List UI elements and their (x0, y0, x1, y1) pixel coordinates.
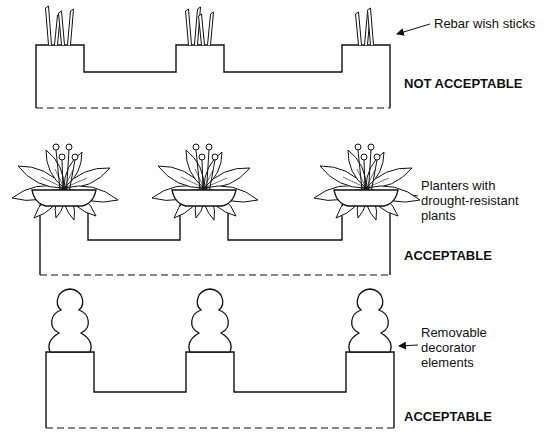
leader-line (399, 345, 418, 346)
flower-head (72, 154, 78, 160)
flower-head (374, 154, 380, 160)
rebar-stick (199, 14, 205, 45)
rebar-stick (68, 9, 74, 45)
flower-head (59, 154, 65, 160)
callout-label: Planters with drought-resistant plants (421, 178, 539, 223)
planter-pot (172, 190, 236, 206)
flower-head (361, 154, 367, 160)
flower-head (66, 144, 72, 150)
wall-outline (46, 352, 394, 428)
rebar-stick (208, 12, 214, 45)
verdict-label: ACCEPTABLE (404, 409, 524, 424)
flower-head (212, 154, 218, 160)
rebar-stick (186, 9, 192, 45)
flower-stem (70, 160, 76, 190)
plant-leaf (348, 150, 366, 188)
decorative-finial (349, 289, 391, 352)
flower-stem (207, 150, 210, 190)
flower-head (368, 144, 374, 150)
decorative-finial (189, 289, 231, 352)
grade-line (46, 427, 394, 428)
flower-head (206, 144, 212, 150)
leader-line (397, 24, 430, 34)
flower-head (199, 154, 205, 160)
rebar-stick (356, 12, 362, 45)
flower-stem (364, 160, 365, 190)
planter-pot (32, 190, 96, 206)
grade-line (36, 107, 390, 108)
flower-stem (67, 150, 70, 190)
wall-outline (36, 45, 390, 108)
grade-line (40, 274, 390, 275)
rebar-stick (368, 8, 374, 45)
flower-stem (210, 160, 216, 190)
plant-leaf (186, 150, 204, 188)
callout-label: Rebar wish sticks (434, 16, 550, 31)
rebar-stick (59, 11, 65, 45)
flower-head (355, 144, 361, 150)
flower-stem (369, 150, 372, 190)
callout-label: Removable decorator elements (421, 325, 531, 370)
planter-pot (334, 190, 398, 206)
rebar-stick (46, 6, 52, 45)
decorative-finial (49, 289, 91, 352)
flower-stem (202, 160, 203, 190)
flower-stem (372, 160, 378, 190)
verdict-label: ACCEPTABLE (404, 248, 524, 263)
flower-stem (62, 160, 63, 190)
verdict-label: NOT ACCEPTABLE (404, 76, 524, 91)
plant-leaf (46, 150, 64, 188)
flower-head (53, 144, 59, 150)
flower-head (193, 144, 199, 150)
